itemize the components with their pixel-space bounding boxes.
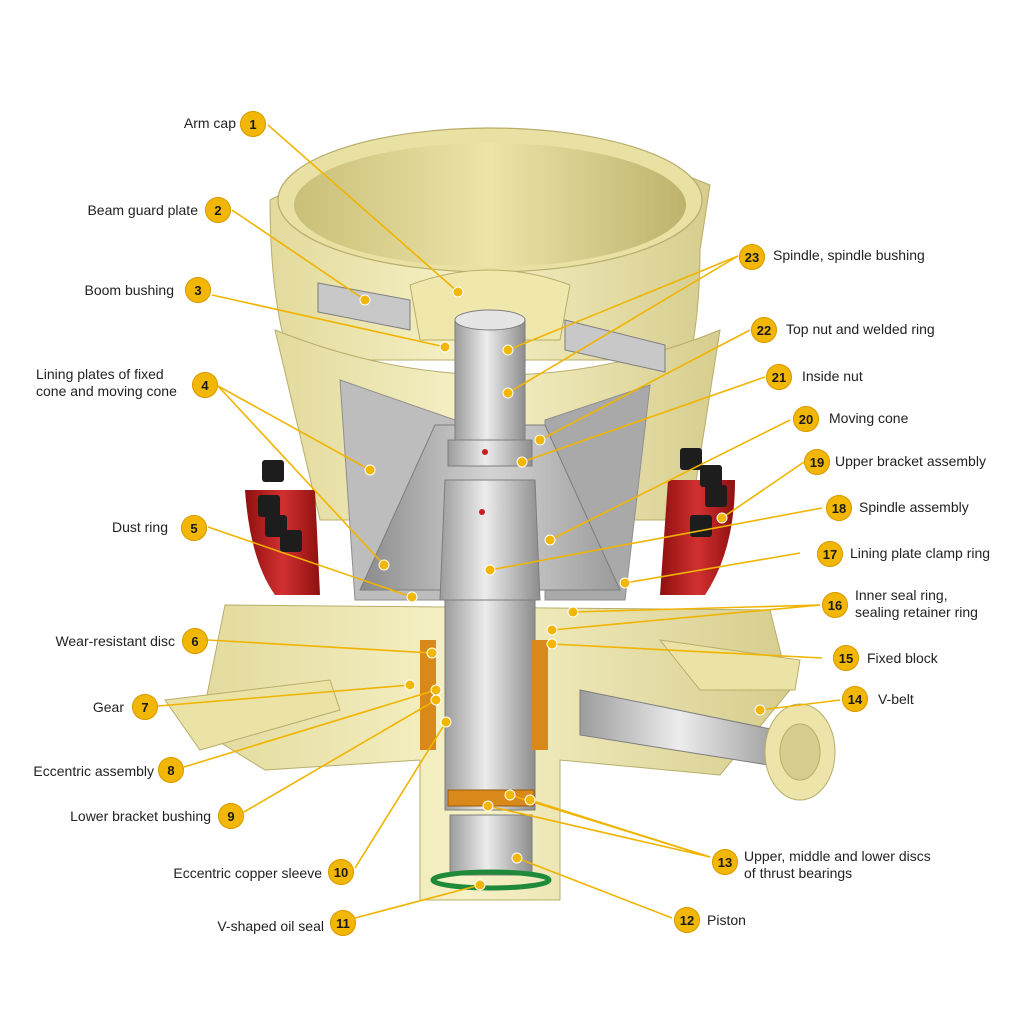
badge-9: 9 bbox=[218, 803, 244, 829]
badge-23: 23 bbox=[739, 244, 765, 270]
badge-1: 1 bbox=[240, 111, 266, 137]
label-lining-plates: Lining plates of fixed cone and moving c… bbox=[36, 366, 177, 399]
crusher-body bbox=[164, 127, 836, 901]
label-lining-plate-clamp-ring: Lining plate clamp ring bbox=[850, 545, 991, 561]
adjustment-ring-right bbox=[660, 480, 735, 595]
label-eccentric-copper-sleeve: Eccentric copper sleeve bbox=[173, 865, 322, 881]
badge-3: 3 bbox=[185, 277, 211, 303]
badge-21: 21 bbox=[766, 364, 792, 390]
badge-14: 14 bbox=[842, 686, 868, 712]
callout-dots bbox=[359, 286, 766, 891]
label-inner-seal-ring: Inner seal ring, sealing retainer ring bbox=[855, 587, 978, 620]
label-spindle-assembly: Spindle assembly bbox=[859, 499, 969, 515]
piston bbox=[449, 814, 533, 876]
label-inside-nut: Inside nut bbox=[802, 368, 863, 384]
badge-19: 19 bbox=[804, 449, 830, 475]
badge-4: 4 bbox=[192, 372, 218, 398]
v-oil-seal bbox=[430, 869, 552, 891]
label-v-belt: V-belt bbox=[878, 691, 914, 707]
label-moving-cone: Moving cone bbox=[829, 410, 909, 426]
spindle-top bbox=[454, 319, 526, 451]
badge-13: 13 bbox=[712, 849, 738, 875]
badge-15: 15 bbox=[833, 645, 859, 671]
badge-6: 6 bbox=[182, 628, 208, 654]
badge-10: 10 bbox=[328, 859, 354, 885]
badge-12: 12 bbox=[674, 907, 700, 933]
label-spindle-bushing: Spindle, spindle bushing bbox=[773, 247, 925, 263]
callout-lines bbox=[157, 124, 841, 919]
label-wear-resistant-disc: Wear-resistant disc bbox=[55, 633, 175, 649]
arm-cap bbox=[409, 269, 571, 341]
beam-guard-plate-left bbox=[317, 282, 411, 331]
badge-20: 20 bbox=[793, 406, 819, 432]
spindle-shaft bbox=[444, 599, 536, 811]
bowl-opening bbox=[294, 143, 686, 267]
label-thrust-bearing-discs: Upper, middle and lower discs of thrust … bbox=[744, 848, 931, 881]
badge-18: 18 bbox=[826, 495, 852, 521]
bolts-left bbox=[258, 460, 302, 552]
badge-5: 5 bbox=[181, 515, 207, 541]
label-top-nut-welded-ring: Top nut and welded ring bbox=[786, 321, 935, 337]
label-boom-bushing: Boom bushing bbox=[84, 282, 174, 298]
badge-16: 16 bbox=[822, 592, 848, 618]
label-beam-guard-plate: Beam guard plate bbox=[87, 202, 198, 218]
eccentric-sleeve-left bbox=[420, 640, 436, 750]
frame-arm-right bbox=[658, 639, 801, 691]
label-v-shaped-oil-seal: V-shaped oil seal bbox=[217, 918, 324, 934]
badge-7: 7 bbox=[132, 694, 158, 720]
badge-22: 22 bbox=[751, 317, 777, 343]
badge-11: 11 bbox=[330, 910, 356, 936]
label-piston: Piston bbox=[707, 912, 746, 928]
label-upper-bracket-assembly: Upper bracket assembly bbox=[835, 453, 986, 469]
badge-17: 17 bbox=[817, 541, 843, 567]
label-dust-ring: Dust ring bbox=[111, 519, 168, 535]
label-gear: Gear bbox=[92, 699, 124, 715]
badge-2: 2 bbox=[205, 197, 231, 223]
spindle-body bbox=[439, 479, 541, 601]
label-lower-bracket-bushing: Lower bracket bushing bbox=[70, 808, 211, 824]
eccentric-sleeve-right bbox=[532, 640, 548, 750]
frame-arm-left bbox=[164, 679, 341, 751]
badge-8: 8 bbox=[158, 757, 184, 783]
label-fixed-block: Fixed block bbox=[867, 650, 938, 666]
label-arm-cap: Arm cap bbox=[183, 115, 236, 131]
label-eccentric-assembly: Eccentric assembly bbox=[33, 763, 154, 779]
bolts-right bbox=[680, 448, 727, 537]
beam-guard-plate-right bbox=[564, 319, 666, 373]
